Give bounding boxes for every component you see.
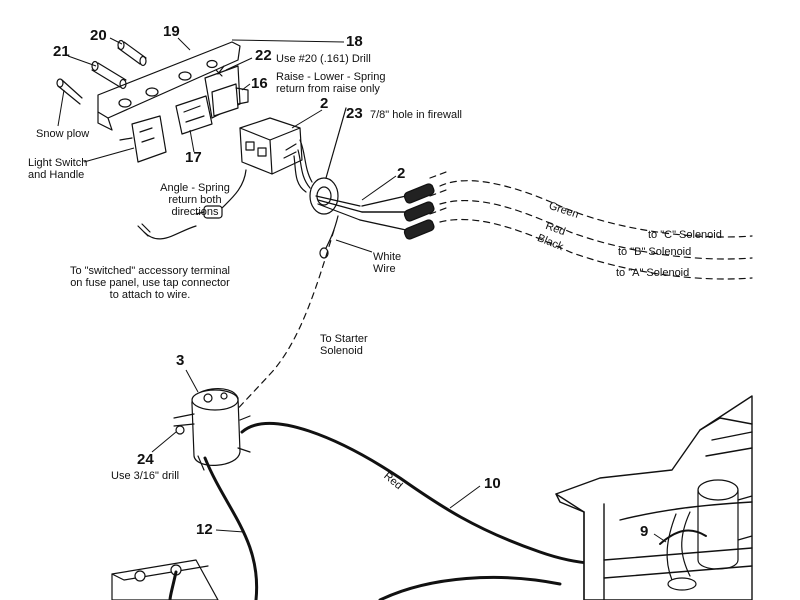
leader-17 <box>189 129 195 153</box>
white-wire-label-2: Wire <box>373 263 396 275</box>
callout-17: 17 <box>185 149 202 166</box>
leader-3 <box>185 369 199 393</box>
leader-20 <box>109 37 123 45</box>
leader-2-upper <box>291 109 323 129</box>
callout-9: 9 <box>640 523 649 540</box>
leader-16 <box>241 83 251 91</box>
connector-block <box>239 117 313 193</box>
snow-plow-label: Snow plow <box>36 128 90 140</box>
to-b-solenoid-label: to "B" Solenoid <box>618 246 692 258</box>
hydraulic-unit <box>666 479 753 591</box>
leader-light-switch <box>83 147 135 163</box>
leader-22 <box>225 57 253 71</box>
angle-switch <box>195 169 247 219</box>
callout-18: 18 <box>346 33 363 50</box>
callout-10: 10 <box>484 475 501 492</box>
drill-20-note: Use #20 (.161) Drill <box>276 53 371 65</box>
dashed-leads <box>429 171 753 280</box>
switched-note-3: to attach to wire. <box>109 289 191 301</box>
raise-lower-note-1: Raise - Lower - Spring <box>276 71 386 83</box>
battery <box>111 559 219 600</box>
angle-note-3: directions <box>171 206 219 218</box>
switched-note-1: To "switched" accessory terminal <box>69 265 231 277</box>
leader-9 <box>653 533 667 543</box>
leader-snow-plow <box>57 89 65 127</box>
leader-10 <box>449 485 481 509</box>
callout-23: 23 <box>346 105 363 122</box>
callout-16: 16 <box>251 75 268 92</box>
leader-19 <box>177 37 191 51</box>
leader-21 <box>67 55 97 67</box>
leader-12 <box>215 529 245 533</box>
tap-connector <box>137 223 197 240</box>
snow-plow-handle <box>56 78 83 105</box>
pin-20 <box>117 39 147 67</box>
callout-2-upper: 2 <box>320 95 329 112</box>
callout-12: 12 <box>196 521 213 538</box>
light-switch-label-1: Light Switch <box>28 157 88 169</box>
leader-24 <box>151 431 177 453</box>
callout-20: 20 <box>90 27 107 44</box>
plow-frame <box>555 395 753 600</box>
raise-lower-note-2: return from raise only <box>276 83 380 95</box>
angle-note-1: Angle - Spring <box>160 182 230 194</box>
leader-18 <box>231 39 345 43</box>
callout-2-harness: 2 <box>397 165 406 182</box>
drill-316-note: Use 3/16" drill <box>111 470 180 482</box>
callout-3: 3 <box>176 352 185 369</box>
switched-note-2: on fuse panel, use tap connector <box>70 277 230 289</box>
harness-connectors <box>359 183 435 240</box>
angle-note-2: return both <box>168 194 222 206</box>
starter-note-1: To Starter <box>320 333 368 345</box>
leader-white-wire <box>335 239 373 253</box>
control-valve-17 <box>175 95 213 135</box>
light-switch-label-2: and Handle <box>28 169 85 181</box>
callout-22: 22 <box>255 47 272 64</box>
firewall-grommet <box>309 107 363 221</box>
callout-19: 19 <box>163 23 180 40</box>
to-a-solenoid-label: to "A" Solenoid <box>616 267 690 279</box>
callout-24: 24 <box>137 451 154 468</box>
starter-note-2: Solenoid <box>320 345 363 357</box>
starter-lead-dashed <box>227 229 335 421</box>
control-valve-16 <box>211 83 249 117</box>
firewall-hole-note: 7/8" hole in firewall <box>370 109 462 121</box>
pin-21 <box>91 60 127 90</box>
screw-22 <box>215 65 225 77</box>
to-c-solenoid-label: to "C" Solenoid <box>648 229 722 241</box>
cable-12 <box>168 456 259 600</box>
leader-2-harness <box>361 175 397 201</box>
white-wire-label-1: White <box>373 251 402 263</box>
callout-21: 21 <box>53 43 70 60</box>
light-switch <box>119 115 167 163</box>
motor-solenoid <box>173 388 251 471</box>
